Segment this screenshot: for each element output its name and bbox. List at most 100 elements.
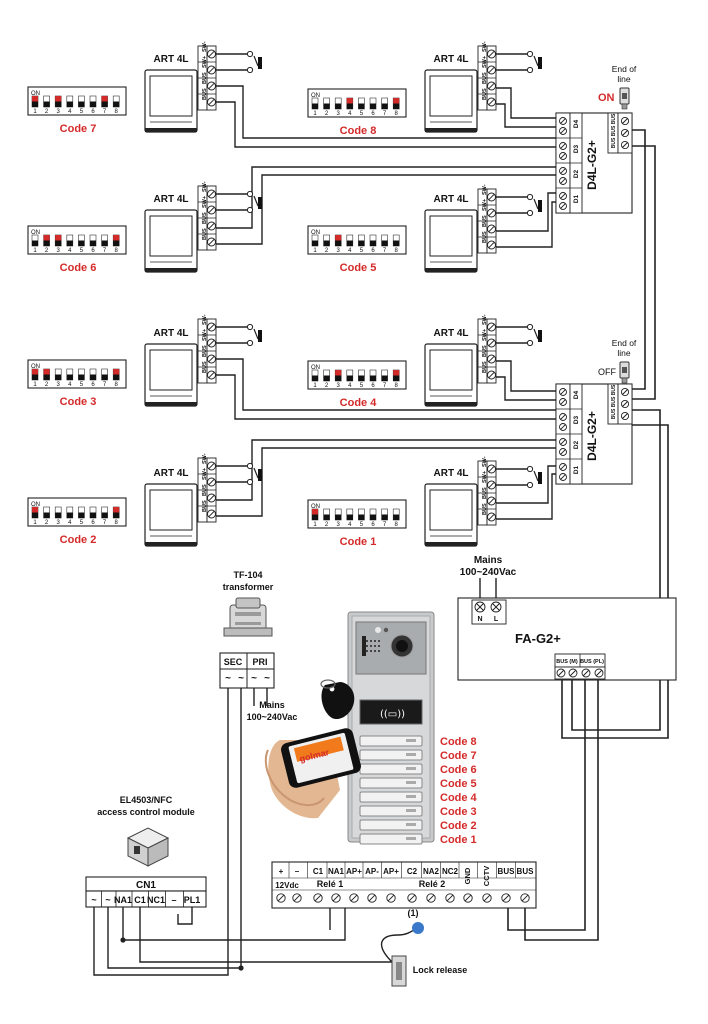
monitor-terminal-label: SW+ xyxy=(482,199,488,211)
el-connector: CN1 xyxy=(136,880,156,891)
transformer-device-icon xyxy=(223,597,273,637)
dip-on-label: ON xyxy=(31,364,40,370)
access-module-terminal-label: ~ xyxy=(105,895,110,905)
monitor-icon: ART 4L xyxy=(144,328,198,407)
access-module-device-icon xyxy=(126,827,170,867)
call-button xyxy=(359,819,423,831)
monitor-icon: ART 4L xyxy=(144,194,198,273)
end-of-line-label: End of xyxy=(612,64,637,74)
pt-note: (1) xyxy=(408,908,419,918)
panel-code-label: Code 6 xyxy=(440,764,477,776)
distributor-bus-label: BUS xyxy=(611,113,617,124)
transformer: TF-104 transformer SEC PRI ~ ~ ~ ~ Mains… xyxy=(219,570,297,722)
dip-number: 2 xyxy=(45,248,49,254)
end-of-line-state: ON xyxy=(598,92,615,104)
monitor-model: ART 4L xyxy=(154,194,189,205)
distributor-bus-label: BUS xyxy=(611,396,617,407)
dip-on-label: ON xyxy=(31,91,40,97)
doorbell-pushbutton-icon xyxy=(216,462,262,486)
rfid-reader xyxy=(359,699,423,725)
fa-g2-model: FA-G2+ xyxy=(515,631,561,646)
dip-number: 8 xyxy=(395,383,399,389)
monitor-terminal-label: BUS xyxy=(482,215,488,227)
monitor-code-label: Code 2 xyxy=(60,534,97,546)
dip-number: 4 xyxy=(68,520,72,526)
dip-number: 7 xyxy=(103,248,107,254)
monitor-terminal-label: SW+ xyxy=(482,329,488,341)
monitor-terminal-label: SW- xyxy=(202,41,208,52)
end-of-line-state: OFF xyxy=(598,367,616,377)
panel-code-label: Code 8 xyxy=(440,736,477,748)
pt-group-rele1: Relé 1 xyxy=(317,879,344,889)
dip-number: 5 xyxy=(360,111,364,117)
monitor-terminal-label: BUS xyxy=(482,88,488,100)
svg-text:line: line xyxy=(617,74,631,84)
panel-code-label: Code 3 xyxy=(440,806,477,818)
dip-number: 5 xyxy=(360,522,364,528)
dip-number: 4 xyxy=(348,248,352,254)
monitor-terminal-label: BUS xyxy=(202,228,208,240)
dip-number: 8 xyxy=(115,382,119,388)
dip-number: 1 xyxy=(33,382,37,388)
dip-on-label: ON xyxy=(31,502,40,508)
pt-group-12vdc: 12Vdc xyxy=(275,881,299,890)
dip-number: 6 xyxy=(371,111,375,117)
dip-number: 4 xyxy=(348,111,352,117)
rfid-icon: ((▭)) xyxy=(380,709,405,720)
doorbell-pushbutton-icon xyxy=(496,465,542,489)
monitor-terminal-label: SW- xyxy=(482,456,488,467)
distributor-output-label: D1 xyxy=(573,194,580,203)
monitor-icon: ART 4L xyxy=(144,54,198,133)
call-button xyxy=(359,791,423,803)
tf-mains-label: Mains xyxy=(259,700,285,710)
monitor-terminal-label: BUS xyxy=(482,345,488,357)
dip-number: 5 xyxy=(80,248,84,254)
monitor-terminal-label: BUS xyxy=(202,72,208,84)
el-model: EL4503/NFC xyxy=(120,795,173,805)
doorbell-pushbutton-icon xyxy=(216,323,262,347)
panel-terminal-label: BUS xyxy=(498,867,516,876)
tf-term-1: ~ xyxy=(225,673,231,684)
dip-number: 6 xyxy=(91,520,95,526)
monitor-terminal-label: BUS xyxy=(482,503,488,515)
distributor-bus-label: BUS xyxy=(611,137,617,148)
fa-bus-pl-label: BUS (PL) xyxy=(580,659,604,665)
monitor-model: ART 4L xyxy=(434,468,469,479)
dip-number: 1 xyxy=(313,383,317,389)
monitor-code-label: Code 6 xyxy=(60,262,97,274)
bus-wiring xyxy=(93,85,669,976)
monitor-code-label: Code 8 xyxy=(340,125,377,137)
panel-terminal-label: C2 xyxy=(407,867,418,876)
monitor-icon: ART 4L xyxy=(424,194,478,273)
monitor-terminal-label: SW- xyxy=(482,314,488,325)
dip-number: 3 xyxy=(57,520,61,526)
distributor-output-label: D2 xyxy=(573,440,580,449)
fa-bus-m-label: BUS (M) xyxy=(556,659,578,665)
dip-number: 8 xyxy=(395,522,399,528)
dip-number: 5 xyxy=(360,248,364,254)
dip-number: 4 xyxy=(348,383,352,389)
dip-number: 5 xyxy=(80,520,84,526)
monitor-code-label: Code 1 xyxy=(340,536,377,548)
smartphone-nfc-icon: golmar xyxy=(264,728,361,819)
dip-on-label: ON xyxy=(31,230,40,236)
tf-name: transformer xyxy=(223,582,274,592)
doorbell-pushbutton-icon xyxy=(496,323,542,347)
monitor-code-label: Code 7 xyxy=(60,123,97,135)
dip-number: 4 xyxy=(68,109,72,115)
access-module-terminal-label: ~ xyxy=(91,895,96,905)
monitor-terminal-label: SW- xyxy=(482,184,488,195)
